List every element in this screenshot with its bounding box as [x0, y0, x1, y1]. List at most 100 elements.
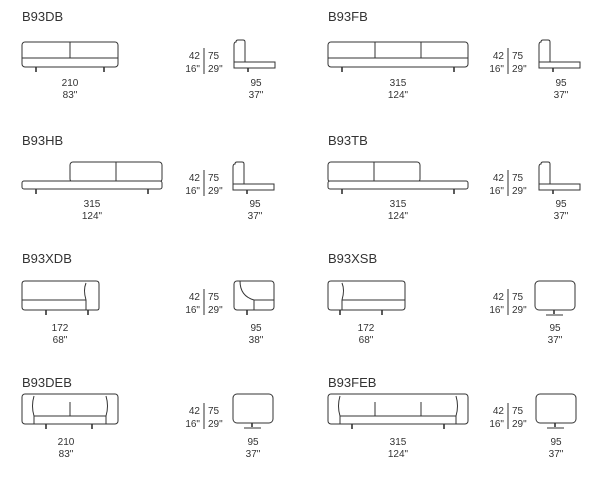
- width-cm: 315: [84, 199, 101, 210]
- height-dimensions: 42 16" 75 29": [489, 289, 527, 316]
- width-cm: 315: [390, 78, 407, 89]
- back-height-cm: 75: [208, 173, 220, 184]
- height-dimensions: 42 16" 75 29": [489, 48, 527, 75]
- seat-height-cm: 42: [189, 292, 201, 303]
- back-height-cm: 75: [208, 406, 220, 417]
- front-view: [21, 280, 100, 315]
- back-height-cm: 75: [208, 51, 220, 62]
- height-dimensions: 42 16" 75 29": [185, 48, 223, 75]
- front-view: [21, 393, 119, 429]
- seat-height-cm: 42: [493, 292, 505, 303]
- depth-cm: 95: [249, 199, 261, 210]
- depth-cm: 95: [250, 323, 262, 334]
- item-b93xdb: B93XDB 172 68" 42 16" 75 29" 95 38": [21, 251, 275, 346]
- width-cm: 315: [390, 199, 407, 210]
- seat-height-in: 16": [489, 419, 504, 430]
- back-height-in: 29": [512, 419, 527, 430]
- width-cm: 210: [62, 78, 79, 89]
- item-b93tb: B93TB 315 124" 42 16" 75 29" 95 37": [327, 133, 581, 222]
- back-height-in: 29": [208, 305, 223, 316]
- width-in: 68": [359, 335, 374, 346]
- back-height-in: 29": [208, 186, 223, 197]
- front-view: [21, 41, 119, 72]
- height-dimensions: 42 16" 75 29": [489, 170, 527, 197]
- seat-height-cm: 42: [493, 51, 505, 62]
- depth-in: 38": [249, 335, 264, 346]
- item-b93feb: B93FEB 315 124" 42 16" 75 29" 95 37": [327, 375, 577, 460]
- item-b93deb: B93DEB 210 83" 42 16" 75 29" 95 37": [21, 375, 274, 460]
- front-view: [21, 161, 163, 194]
- front-view: [327, 161, 469, 194]
- back-height-cm: 75: [512, 173, 524, 184]
- product-code: B93FB: [328, 9, 368, 24]
- product-code: B93DEB: [22, 375, 72, 390]
- height-dimensions: 42 16" 75 29": [185, 403, 223, 430]
- width-in: 68": [53, 335, 68, 346]
- side-view: [233, 280, 275, 315]
- depth-in: 37": [554, 211, 569, 222]
- seat-height-in: 16": [185, 186, 200, 197]
- width-in: 124": [388, 90, 409, 101]
- depth-in: 37": [549, 449, 564, 460]
- depth-in: 37": [554, 90, 569, 101]
- depth-in: 37": [548, 335, 563, 346]
- width-cm: 210: [58, 437, 75, 448]
- seat-height-cm: 42: [189, 173, 201, 184]
- height-dimensions: 42 16" 75 29": [185, 170, 223, 197]
- depth-in: 37": [248, 211, 263, 222]
- width-in: 124": [388, 449, 409, 460]
- item-b93db: B93DB 210 83" 42 16" 75 29" 95 37": [21, 9, 276, 101]
- width-in: 83": [63, 90, 78, 101]
- width-cm: 315: [390, 437, 407, 448]
- seat-height-in: 16": [185, 305, 200, 316]
- product-code: B93XSB: [328, 251, 377, 266]
- depth-cm: 95: [555, 78, 567, 89]
- front-view: [327, 41, 469, 72]
- width-in: 83": [59, 449, 74, 460]
- back-height-in: 29": [208, 64, 223, 75]
- front-view: [327, 393, 469, 429]
- back-height-cm: 75: [512, 292, 524, 303]
- seat-height-cm: 42: [493, 173, 505, 184]
- side-view: [232, 161, 275, 194]
- seat-height-in: 16": [185, 419, 200, 430]
- side-view: [538, 39, 581, 72]
- product-code: B93TB: [328, 133, 368, 148]
- back-height-in: 29": [512, 64, 527, 75]
- depth-in: 37": [246, 449, 261, 460]
- width-cm: 172: [358, 323, 375, 334]
- item-b93xsb: B93XSB 172 68" 42 16" 75 29" 95 37": [327, 251, 576, 346]
- product-code: B93DB: [22, 9, 63, 24]
- back-height-cm: 75: [208, 292, 220, 303]
- side-view: [534, 280, 576, 316]
- width-in: 124": [82, 211, 103, 222]
- width-in: 124": [388, 211, 409, 222]
- back-height-in: 29": [208, 419, 223, 430]
- height-dimensions: 42 16" 75 29": [185, 289, 223, 316]
- product-code: B93XDB: [22, 251, 72, 266]
- back-height-cm: 75: [512, 51, 524, 62]
- seat-height-in: 16": [489, 305, 504, 316]
- seat-height-in: 16": [489, 64, 504, 75]
- back-height-cm: 75: [512, 406, 524, 417]
- depth-cm: 95: [550, 437, 562, 448]
- seat-height-cm: 42: [189, 406, 201, 417]
- back-height-in: 29": [512, 305, 527, 316]
- side-view: [232, 393, 274, 429]
- side-view: [233, 39, 276, 72]
- item-b93fb: B93FB 315 124" 42 16" 75 29" 95 37": [327, 9, 581, 101]
- back-height-in: 29": [512, 186, 527, 197]
- seat-height-cm: 42: [189, 51, 201, 62]
- width-cm: 172: [52, 323, 69, 334]
- seat-height-in: 16": [185, 64, 200, 75]
- seat-height-in: 16": [489, 186, 504, 197]
- product-code: B93HB: [22, 133, 63, 148]
- seat-height-cm: 42: [493, 406, 505, 417]
- depth-cm: 95: [250, 78, 262, 89]
- side-view: [538, 161, 581, 194]
- depth-in: 37": [249, 90, 264, 101]
- depth-cm: 95: [555, 199, 567, 210]
- height-dimensions: 42 16" 75 29": [489, 403, 527, 430]
- depth-cm: 95: [247, 437, 259, 448]
